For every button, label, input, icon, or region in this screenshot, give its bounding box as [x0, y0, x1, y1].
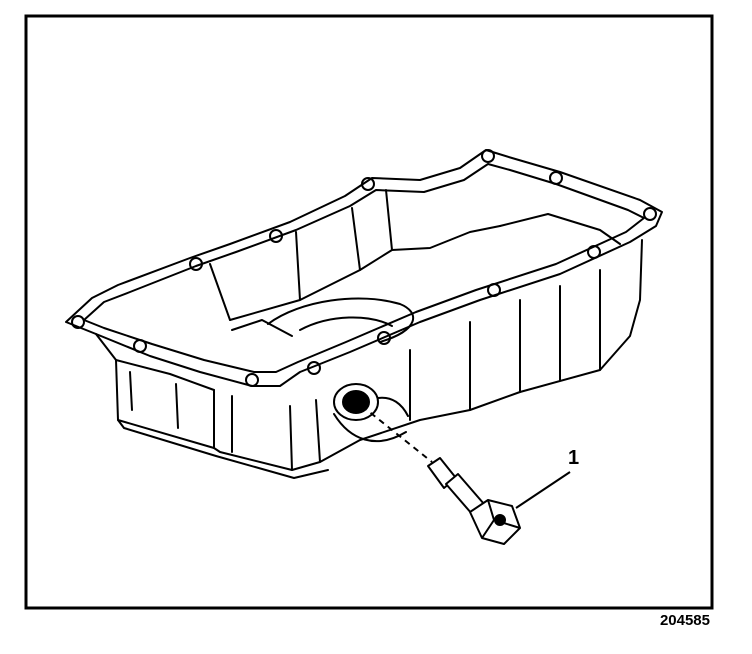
drain-boss-web [377, 396, 409, 417]
bolt-hole [643, 207, 657, 221]
pan-end-wall [115, 359, 215, 391]
sump-baffle [231, 319, 293, 337]
figure-frame [24, 14, 714, 610]
bolt-hole [269, 229, 283, 243]
bolt-hole [361, 177, 375, 191]
oil-pan [65, 149, 663, 479]
sump-floor [267, 297, 415, 343]
callout-leader-line [515, 471, 571, 509]
sump-inner-ledge [229, 249, 393, 321]
bolt-hole [71, 315, 85, 329]
pan-flange-outer [65, 149, 663, 387]
bolt-hole [133, 339, 147, 353]
pan-rib [315, 399, 321, 463]
bolt-hole [549, 171, 563, 185]
bolt-hole [487, 283, 501, 297]
bolt-hole [307, 361, 321, 375]
bolt-hole [481, 149, 495, 163]
drain-boss [333, 383, 379, 421]
bolt-hole [245, 373, 259, 387]
pan-front-wall [95, 239, 643, 471]
pan-rib [289, 405, 293, 471]
bolt-hole [189, 257, 203, 271]
install-path-line [361, 405, 433, 463]
sensor-connector [494, 514, 506, 526]
pan-end-wall-detail [129, 371, 179, 429]
sump-right-wall [499, 213, 621, 245]
callout-label: 1 [568, 447, 579, 469]
figure-number: 204585 [659, 612, 710, 629]
drain-plug-sensor [427, 457, 521, 545]
drain-boss-web [333, 413, 407, 442]
sump-floor-inner [299, 316, 393, 331]
bolt-hole [587, 245, 601, 259]
pan-flange-inner [83, 163, 645, 373]
pan-front-wall-lower [117, 419, 329, 479]
sump-back-wall [209, 189, 501, 321]
